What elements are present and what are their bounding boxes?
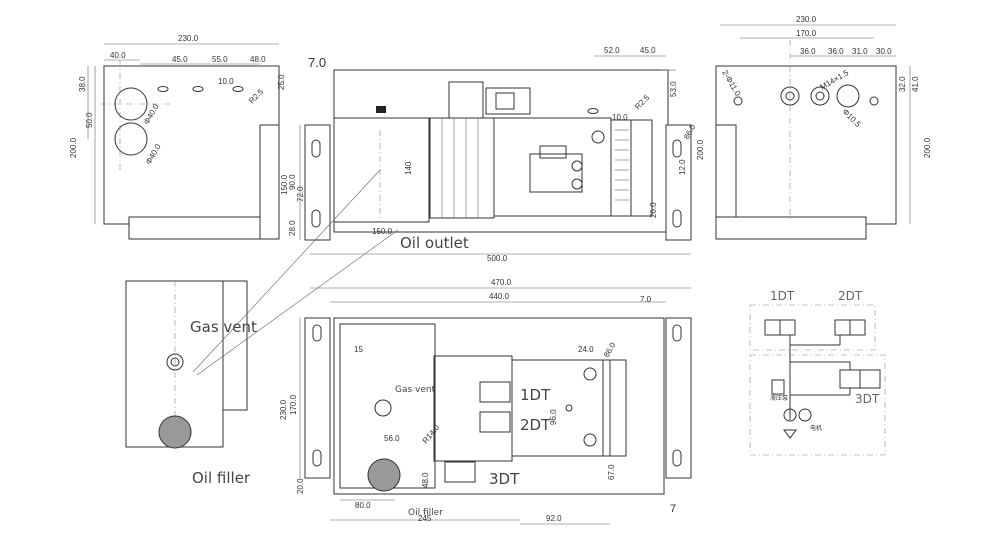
dim-32: 32.0	[898, 76, 907, 92]
gas-vent-label: Gas vent	[190, 318, 257, 336]
schematic-2dt-label: 2DT	[838, 289, 863, 303]
dim-96: 96.0	[549, 409, 558, 425]
dim-10: 10.0	[612, 113, 628, 122]
hydraulic-schematic: 1DT 2DT 3DT 液压泵 电机	[749, 289, 886, 456]
schematic-1dt-label: 1DT	[770, 289, 795, 303]
dim-90: 90.0	[288, 174, 297, 190]
oil-filler-small-label: Oil filler	[408, 508, 443, 518]
dim-phi105: Φ10.5	[841, 107, 863, 129]
right-side-view: 230.0 170.0 36.0 36.0 31.0 30.0 32.0 41.…	[715, 15, 932, 240]
dim-86: 86.0	[602, 341, 618, 359]
dim-200: 200.0	[696, 139, 705, 160]
tank-body	[333, 117, 430, 223]
dim-50: 50.0	[85, 112, 94, 128]
top-view: 1DT 2DT 3DT Gas vent Oil filler 470.0 44…	[279, 278, 692, 525]
dim-230: 230.0	[796, 15, 817, 24]
dim-r25: R2.5	[247, 87, 266, 106]
dim-230: 230.0	[178, 34, 199, 43]
dim-53: 53.0	[669, 81, 678, 97]
dim-72: 72.0	[296, 186, 305, 202]
front-view: 500.0 7.0 52.0 45.0 53.0 86.0 R2.5 10.0 …	[280, 46, 705, 263]
dim-67: 67.0	[607, 464, 616, 480]
oil-outlet-label: Oil outlet	[400, 234, 469, 252]
valve-1dt	[479, 381, 511, 403]
dim-28: 28.0	[288, 220, 297, 236]
port-t	[810, 86, 830, 106]
gas-vent-small-label: Gas vent	[395, 385, 436, 395]
dim-r14: R14.0	[421, 423, 442, 446]
dim-56: 56.0	[384, 434, 400, 443]
dim-24: 24.0	[578, 345, 594, 354]
dim-20: 20.0	[296, 478, 305, 494]
dim-200: 200.0	[923, 137, 932, 158]
port-circle-lower	[114, 122, 148, 156]
dim-140: 140	[404, 161, 413, 175]
motor-text: 电机	[810, 424, 822, 432]
dim-36b: 36.0	[828, 47, 844, 56]
dim-38: 38.0	[78, 76, 87, 92]
valve-3dt	[444, 461, 476, 483]
oil-filler-label: Oil filler	[192, 469, 251, 487]
filter-stack	[610, 119, 632, 217]
gas-vent-port	[166, 353, 184, 371]
dim-150: 150.0	[280, 174, 289, 195]
motor-body	[429, 117, 495, 219]
dim-55: 55.0	[212, 55, 228, 64]
dim-12: 12.0	[678, 159, 687, 175]
motor-top	[433, 355, 513, 462]
port-circle-upper	[114, 87, 148, 121]
gas-vent-cap	[376, 106, 386, 113]
dim-470: 470.0	[491, 278, 512, 287]
dim-200: 200.0	[69, 137, 78, 158]
dim-15: 15	[354, 345, 363, 354]
pump-symbol	[783, 408, 797, 422]
valve-2dt	[479, 411, 511, 433]
dim-245: 245	[418, 514, 432, 523]
dim-10: 10.0	[218, 77, 234, 86]
oil-filler-top	[367, 458, 401, 492]
dim-7: 7.0	[640, 295, 652, 304]
dim-r25: R2.5	[633, 93, 652, 112]
left-side-view: 230.0 40.0 45.0 55.0 48.0 10.0 R2.5 25.0…	[69, 34, 286, 240]
dim-48: 48.0	[421, 472, 430, 488]
dim-45: 45.0	[172, 55, 188, 64]
dim-80: 80.0	[355, 501, 371, 510]
dim-150b: 150.0	[372, 227, 393, 236]
dim-45: 45.0	[640, 46, 656, 55]
schematic-3dt-label: 3DT	[855, 392, 880, 406]
valve-1dt-label: 1DT	[520, 386, 551, 404]
dim-20: 20.0	[649, 202, 658, 218]
dim-40: 40.0	[110, 51, 126, 60]
dim-30: 30.0	[876, 47, 892, 56]
dim-phi40-b: Φ40.0	[144, 142, 163, 166]
dim-41: 41.0	[911, 76, 920, 92]
dim-phi40-a: Φ40.0	[142, 102, 161, 126]
valve-2dt-label: 2DT	[520, 416, 551, 434]
motor-symbol	[798, 408, 812, 422]
dim-25: 25.0	[277, 74, 286, 90]
oil-filler-cap	[158, 415, 192, 449]
dim-m14: M14×1.5	[819, 68, 851, 92]
gas-vent-top	[374, 399, 392, 417]
dim-36a: 36.0	[800, 47, 816, 56]
solenoid-valve	[485, 87, 531, 115]
dim-92: 92.0	[546, 514, 562, 523]
dim-500: 500.0	[487, 254, 508, 263]
dim-170: 170.0	[289, 394, 298, 415]
dim-230: 230.0	[279, 399, 288, 420]
dim-170: 170.0	[796, 29, 817, 38]
dim-7: 7.0	[308, 55, 326, 70]
dim-52: 52.0	[604, 46, 620, 55]
valve-3dt-label: 3DT	[489, 470, 520, 488]
dim-31: 31.0	[852, 47, 868, 56]
dim-440: 440.0	[489, 292, 510, 301]
detail-view: Gas vent Oil filler	[125, 169, 399, 487]
dim-48: 48.0	[250, 55, 266, 64]
pump-text: 液压泵	[770, 394, 788, 402]
dim-7b: 7	[670, 503, 676, 515]
manifold-top	[511, 359, 611, 457]
dim-2phi11: 2-Φ11.0	[720, 69, 742, 99]
